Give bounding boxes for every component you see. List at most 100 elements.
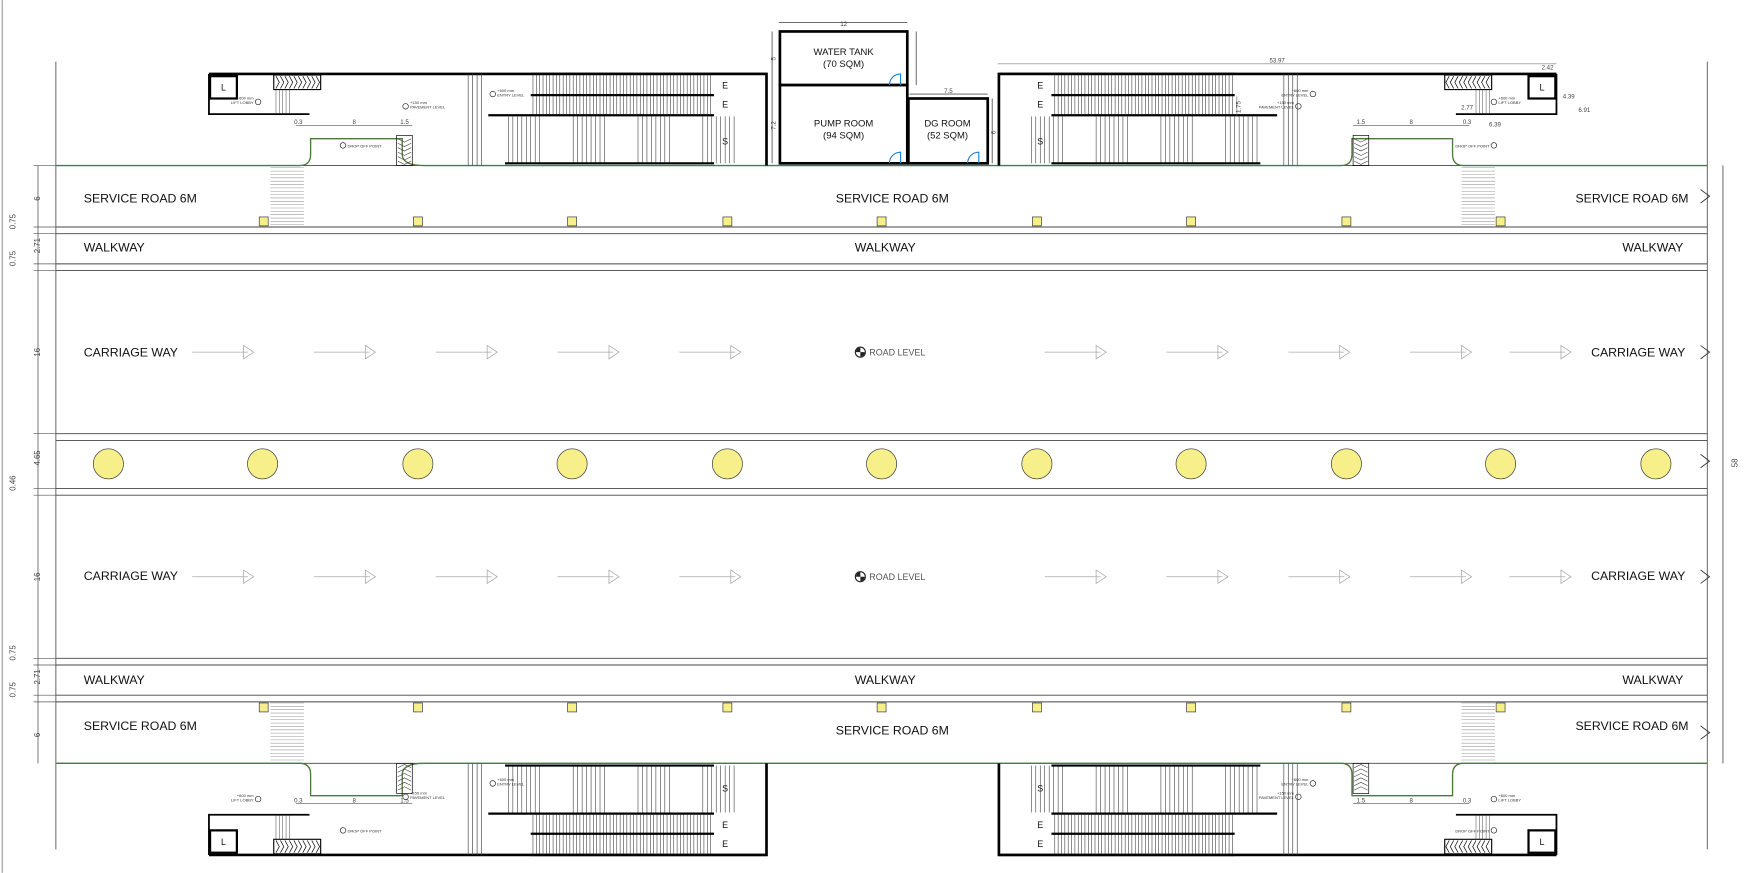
median-tree	[711, 448, 743, 480]
level-label: PAVEMENT LEVEL	[410, 105, 446, 110]
drop-off-ramp	[1352, 762, 1370, 794]
road-level-label: ROAD LEVEL	[869, 572, 925, 582]
bollard	[876, 216, 887, 227]
traffic-direction-arrow-icon	[557, 569, 620, 585]
level-marker-icon	[402, 103, 409, 110]
section-dim-label: 6	[33, 196, 42, 200]
stair-chevron-line	[315, 75, 320, 89]
traffic-direction-arrow-icon	[1288, 344, 1351, 360]
level-elevation: +600 mm	[497, 777, 515, 782]
dg-width-dim: 7.5	[944, 88, 953, 95]
level-marker-icon	[489, 780, 496, 787]
service-road-label: SERVICE ROAD 6M	[84, 191, 197, 205]
ramp-chevron	[397, 151, 412, 156]
ramp-chevron	[1354, 156, 1368, 161]
stair-chevron-line	[1476, 840, 1481, 853]
section-dim-label: 0.46	[9, 475, 18, 490]
stair-chevron-line	[1472, 840, 1477, 853]
carriage-way-label: CARRIAGE WAY	[1591, 346, 1685, 360]
utility-block: 12 5 7.2 7.5 6 WATER TANK (70 SQM) PUMP …	[770, 21, 998, 165]
walkway-label: WALKWAY	[1622, 241, 1683, 255]
bollard	[258, 702, 269, 713]
lift-box	[1527, 829, 1557, 854]
escalator-label: E	[1037, 820, 1043, 830]
escalator-label: E	[722, 99, 728, 109]
stair-chevron-line	[280, 840, 285, 853]
lift-box	[1527, 75, 1557, 100]
level-elevation: +600 mm	[497, 88, 515, 93]
right-block-length-dim: 53.97	[1269, 58, 1285, 65]
ramp-chevron	[1354, 138, 1368, 143]
walkway-label: WALKWAY	[84, 673, 145, 687]
stair-chevron-line	[1463, 840, 1468, 853]
carriage-way-label: CARRIAGE WAY	[84, 569, 178, 583]
tank-depth-dim: 5	[770, 57, 777, 61]
ramp-chevron	[1354, 782, 1368, 786]
lift-label: L	[221, 83, 226, 93]
level-elevation: +150 mm	[1277, 100, 1295, 105]
walkway-label: WALKWAY	[1622, 673, 1683, 687]
ramp-chevron	[397, 138, 412, 143]
stair-chevron-line	[1476, 75, 1481, 89]
stair-label: S	[722, 783, 728, 793]
level-marker-icon	[339, 827, 347, 834]
kerb-line-bottom	[55, 762, 1708, 797]
dimension-label: 2.42	[1542, 64, 1555, 71]
dimension-label: 0.3	[1463, 797, 1472, 804]
stair-chevron-line	[298, 840, 303, 853]
dimension-label: 8	[352, 119, 356, 126]
ramp-chevron	[397, 142, 412, 147]
dimension-label: 1.5	[1357, 119, 1366, 126]
traffic-direction-arrow-icon	[679, 569, 742, 585]
median-tree	[556, 448, 588, 480]
road-labels: SERVICE ROAD 6M SERVICE ROAD 6M SERVICE …	[84, 191, 1689, 737]
entry-gap-dimension: 1.75	[1235, 96, 1242, 117]
lift-box	[208, 75, 238, 100]
bollard	[258, 216, 269, 227]
stair-label: S	[1037, 783, 1043, 793]
ramp-chevron	[397, 764, 412, 769]
stair-chevron-line	[1485, 75, 1490, 89]
bollard	[413, 216, 423, 227]
traffic-direction-arrow-icon	[1509, 344, 1572, 360]
stair-chevron-line	[306, 840, 312, 853]
stair-chevron-line	[1458, 840, 1463, 853]
overall-width-dim: 58	[1730, 459, 1739, 468]
walkway-label: WALKWAY	[84, 241, 145, 255]
bollard	[722, 702, 733, 713]
lift-label: L	[1539, 837, 1544, 847]
stair-chevron-line	[1458, 75, 1463, 89]
level-label: DROP OFF POINT	[1455, 144, 1490, 149]
bollard	[876, 702, 887, 713]
level-elevation: +600 mm	[237, 793, 255, 798]
stair-chevron-line	[289, 75, 294, 89]
level-label: LIFT LOBBY	[231, 797, 254, 802]
dimension-label: 8	[1409, 797, 1413, 804]
break-line-icon	[1700, 189, 1711, 204]
drop-off-ramp	[1352, 135, 1370, 166]
section-dim-label: 0.75	[9, 682, 18, 698]
water-tank-name: WATER TANK	[813, 47, 874, 58]
stair-chevron-line	[284, 840, 289, 853]
level-label: ENTRY LEVEL	[497, 92, 525, 97]
escalator-label: E	[1037, 80, 1043, 90]
traffic-direction-arrow-icon	[192, 569, 255, 585]
escalator-label: E	[722, 820, 728, 830]
pump-depth-dim: 7.2	[770, 121, 777, 130]
stair-chevron-line	[1463, 75, 1468, 89]
median-tree	[402, 448, 434, 480]
traffic-direction-arrow-icon	[1044, 569, 1107, 585]
dimension-label: 1.5	[400, 797, 409, 804]
level-label: LIFT LOBBY	[231, 100, 254, 105]
level-label: PAVEMENT LEVEL	[410, 795, 446, 800]
traffic-direction-arrow-icon	[679, 344, 742, 360]
median-tree	[1640, 448, 1672, 480]
section-dim-label: 2.71	[33, 238, 42, 253]
service-road-label: SERVICE ROAD 6M	[84, 719, 197, 733]
ramp-chevron	[397, 156, 412, 161]
water-tank-area: (70 SQM)	[823, 59, 864, 70]
level-elevation: +600 mm	[1292, 777, 1310, 782]
